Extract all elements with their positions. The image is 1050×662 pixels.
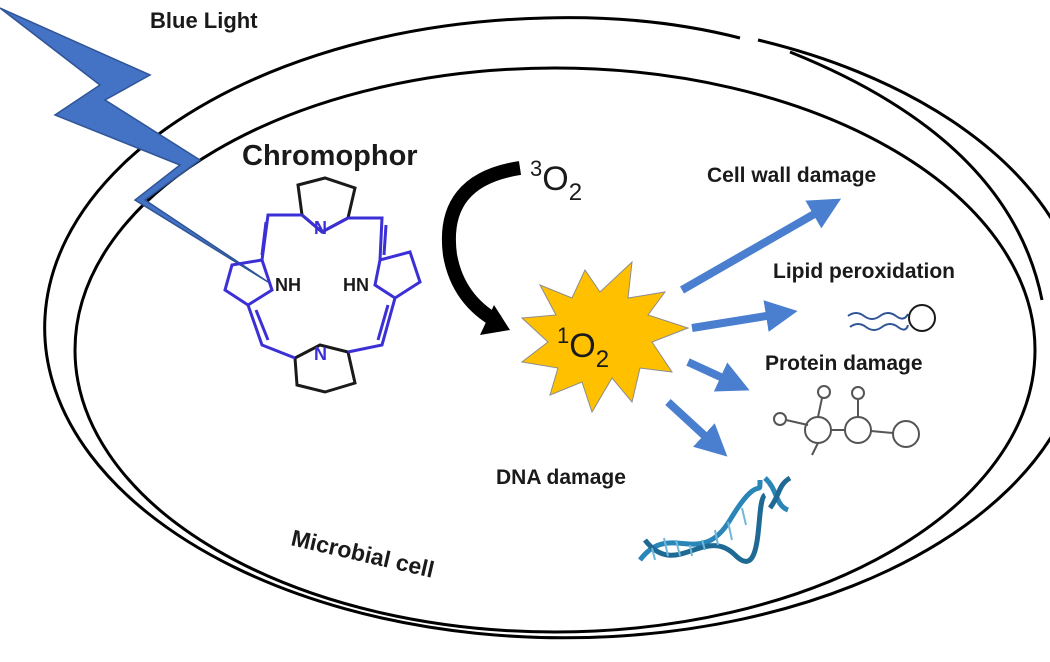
arrow-to-protein xyxy=(686,358,750,392)
porphyrin-n-bottom: N xyxy=(314,344,327,364)
chromophor-label: Chromophor xyxy=(242,140,418,172)
lipid-icon xyxy=(847,304,936,332)
arrow-to-lipid xyxy=(691,300,798,332)
porphyrin-hn-right: HN xyxy=(343,275,369,295)
arrow-to-cell-wall xyxy=(680,198,842,294)
outer-cell-wall xyxy=(43,16,1050,640)
triplet-oxygen-main: O xyxy=(542,160,568,198)
triplet-oxygen-label: 3O2 xyxy=(530,156,582,206)
singlet-oxygen-sub: 2 xyxy=(596,346,609,373)
singlet-oxygen-main: O xyxy=(569,327,595,365)
cell-outline xyxy=(43,16,1050,640)
porphyrin-n-top: N xyxy=(314,218,327,238)
damage-arrows xyxy=(665,198,842,457)
dna-damage-label: DNA damage xyxy=(496,466,626,489)
protein-icon xyxy=(773,385,920,456)
singlet-oxygen-label: 1O2 xyxy=(557,323,609,373)
protein-damage-label: Protein damage xyxy=(765,352,923,375)
outer-cell-wall-gap-right xyxy=(789,50,1044,301)
triplet-oxygen-sub: 2 xyxy=(569,179,582,206)
starburst-icon xyxy=(520,260,690,414)
microbial-cell-label: Microbial cell xyxy=(289,525,437,583)
cell-wall-damage-label: Cell wall damage xyxy=(707,164,876,187)
dna-helix-icon xyxy=(638,475,792,564)
porphyrin-structure xyxy=(223,176,422,394)
singlet-oxygen-sup: 1 xyxy=(557,323,569,348)
curved-arrow-icon xyxy=(441,161,522,335)
inner-cell-membrane xyxy=(73,66,1037,634)
lipid-peroxidation-label: Lipid peroxidation xyxy=(773,260,955,283)
blue-light-label: Blue Light xyxy=(150,8,258,33)
porphyrin-nh-left: NH xyxy=(275,275,301,295)
triplet-oxygen-sup: 3 xyxy=(530,156,542,181)
arrow-to-dna xyxy=(665,399,728,457)
